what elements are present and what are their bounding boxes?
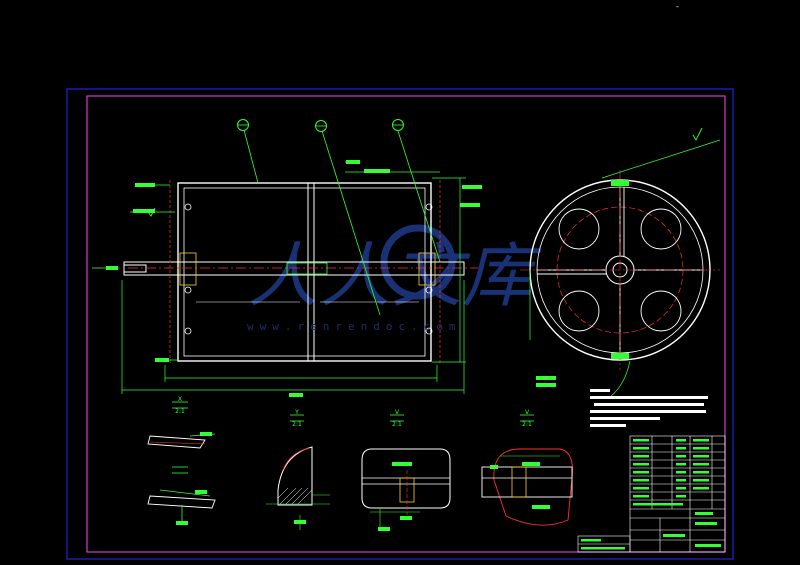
watermark: 人 人 文 库 [248,224,542,317]
balloon-leaders [243,129,441,316]
front-view-dimensions [92,161,466,394]
top-right-mark: - [676,2,679,11]
section-view-y [266,414,330,530]
watermark-url: www.renrendoc.com [247,320,462,333]
title-block-text [581,439,721,550]
watermark-char-2: 人 [320,235,390,317]
title-block [577,435,726,553]
watermark-char-1: 人 [248,235,318,317]
drum-side-view [520,170,720,370]
section-y-scale: 2:1 [292,421,302,428]
outer-sheet-frame [66,88,734,560]
section-view-v2 [481,414,573,526]
side-view-dimensions [529,139,721,398]
section-v2-scale: 2:1 [522,421,532,428]
inner-border-frame [86,95,726,553]
technical-notes [590,389,708,427]
section-view-v1 [361,414,451,531]
datum-tags [106,160,556,397]
section-x-id: X [178,396,182,403]
section-v1-id: V [395,409,400,416]
balloon-icon [237,119,404,132]
drum-front-view [92,180,478,365]
section-labels: X 2:1 Y 2:1 V 2:1 V 2:1 [175,396,532,428]
section-x-scale: 2:1 [175,408,185,415]
section-v1-scale: 2:1 [392,421,402,428]
section-v2-id: V [525,409,530,416]
section-view-x [147,401,216,525]
watermark-char-4: 库 [462,235,542,317]
section-y-id: Y [294,409,299,416]
